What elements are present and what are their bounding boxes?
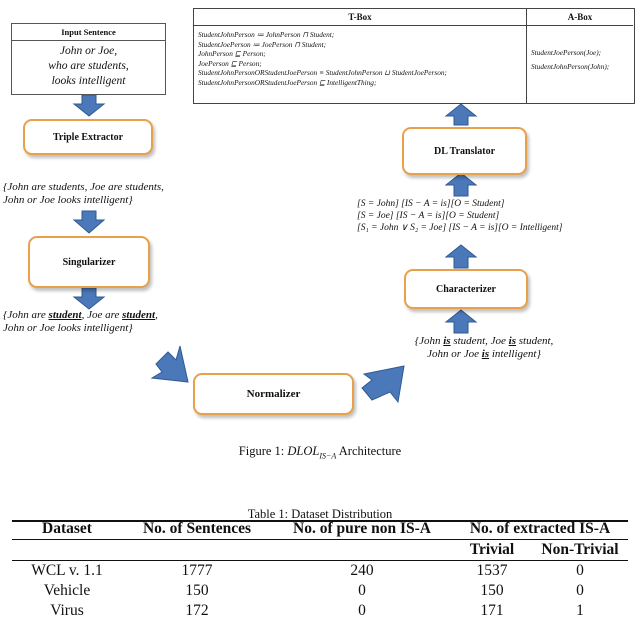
table-header-extracted-isa: No. of extracted IS-A [469, 520, 611, 537]
table-subheader-trivial: Trivial [469, 541, 515, 558]
singularizer-box: Singularizer [28, 236, 150, 288]
triples-text: {John are students, Joe are students, Jo… [3, 181, 164, 206]
abox-section: A-Box StudentJoePerson(Joe); StudentJohn… [527, 9, 633, 103]
arrow-to-dl-translator [444, 172, 478, 197]
table-header-row: Dataset No. of Sentences No. of pure non… [12, 519, 628, 540]
normalizer-box: Normalizer [193, 373, 354, 415]
table-subheader-row: Trivial Non-Trivial [12, 540, 628, 561]
arrow-to-tbox [444, 103, 478, 126]
characterizer-box: Characterizer [404, 269, 528, 309]
table-subheader-nontrivial: Non-Trivial [541, 541, 619, 558]
singular-text: {John are student, Joe are student, John… [3, 309, 158, 334]
table-top-rule [12, 520, 628, 522]
abox-content: StudentJoePerson(Joe); StudentJohnPerson… [531, 48, 610, 71]
input-sentence-text: John or Joe, who are students, looks int… [48, 45, 129, 87]
arrow-to-characterizer [444, 309, 478, 334]
figure-caption: Figure 1: DLOLIS−A Architecture [238, 444, 402, 461]
table-caption: Table 1: Dataset Distribution [247, 507, 393, 521]
tbox-content: StudentJohnPerson ≔ JohnPerson ⊓ Student… [198, 30, 447, 87]
arrow-triples-to-singularizer [72, 210, 106, 234]
dl-translator-box: DL Translator [402, 127, 527, 175]
tbox-header: T-Box [194, 9, 526, 26]
table-header-dataset: Dataset [42, 520, 92, 537]
arrow-from-normalizer [361, 365, 405, 404]
arrow-characterizer-up [444, 244, 478, 269]
arrow-singularizer-to-text [72, 287, 106, 310]
triple-extractor-box: Triple Extractor [23, 119, 153, 155]
table-header-sentences: No. of Sentences [142, 520, 252, 537]
characterized-triples: [S = John] [IS − A = is][O = Student] [S… [357, 199, 563, 233]
abox-header: A-Box [527, 9, 633, 26]
tbox-abox-table: T-Box StudentJohnPerson ≔ JohnPerson ⊓ S… [193, 8, 635, 104]
input-sentence-title: Input Sentence [12, 24, 165, 41]
input-sentence-box: Input Sentence John or Joe, who are stud… [11, 23, 166, 95]
arrow-to-normalizer [150, 345, 189, 383]
normalized-text: {John is student, Joe is student, John o… [414, 335, 554, 360]
arrow-input-to-extractor [72, 94, 106, 117]
dataset-distribution-table: Dataset No. of Sentences No. of pure non… [12, 519, 628, 621]
table-header-non-isa: No. of pure non IS-A [293, 520, 431, 537]
tbox-section: T-Box StudentJohnPerson ≔ JohnPerson ⊓ S… [194, 9, 527, 103]
